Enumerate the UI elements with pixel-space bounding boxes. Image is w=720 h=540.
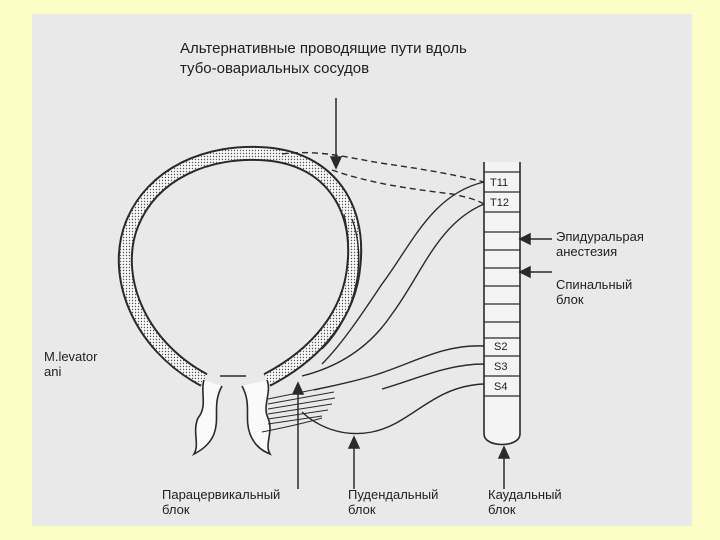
arrow-head-pudendal bbox=[349, 437, 359, 448]
label-pudendal-line1: Пудендальный bbox=[348, 488, 438, 502]
label-pudendal-line2: блок bbox=[348, 503, 376, 517]
arrow-head-spinal bbox=[520, 267, 530, 277]
arrow-head-epidural bbox=[520, 234, 530, 244]
segment-t12: T12 bbox=[490, 197, 509, 209]
diagram-title-line1: Альтернативные проводящие пути вдоль bbox=[180, 40, 467, 57]
label-spinal-line2: блок bbox=[556, 293, 584, 307]
arrow-head-paracervical bbox=[293, 383, 303, 394]
segment-s2: S2 bbox=[494, 341, 507, 353]
label-paracervical-line2: блок bbox=[162, 503, 190, 517]
segment-s4: S4 bbox=[494, 381, 507, 393]
anatomy-diagram: T11 T12 S2 S3 S4 bbox=[32, 14, 692, 526]
label-epidural-line1: Эпидуральрая bbox=[556, 230, 644, 244]
label-epidural-line2: анестезия bbox=[556, 245, 617, 259]
pudendal-pathway bbox=[302, 384, 484, 434]
label-caudal-line1: Каудальный bbox=[488, 488, 562, 502]
cervix bbox=[194, 376, 270, 454]
spinal-column: T11 T12 S2 S3 S4 bbox=[484, 162, 520, 445]
slide-panel: T11 T12 S2 S3 S4 bbox=[32, 14, 692, 526]
label-paracervical-line1: Парацервикальный bbox=[162, 488, 280, 502]
uterus-outline bbox=[125, 153, 358, 380]
alternative-pathway-dashed-2 bbox=[332, 170, 484, 204]
diagram-title-line2: тубо-овариальных сосудов bbox=[180, 60, 369, 77]
sympathetic-pathway-lower bbox=[302, 204, 484, 376]
label-levator-line2: ani bbox=[44, 365, 61, 379]
arrow-head-alternative bbox=[331, 157, 341, 168]
label-caudal-line2: блок bbox=[488, 503, 516, 517]
segment-s3: S3 bbox=[494, 361, 507, 373]
label-levator-line1: M.levator bbox=[44, 350, 97, 364]
arrow-head-caudal bbox=[499, 447, 509, 458]
nerve-pathways bbox=[282, 153, 484, 434]
label-spinal-line1: Спинальный bbox=[556, 278, 632, 292]
segment-t11: T11 bbox=[490, 177, 508, 189]
